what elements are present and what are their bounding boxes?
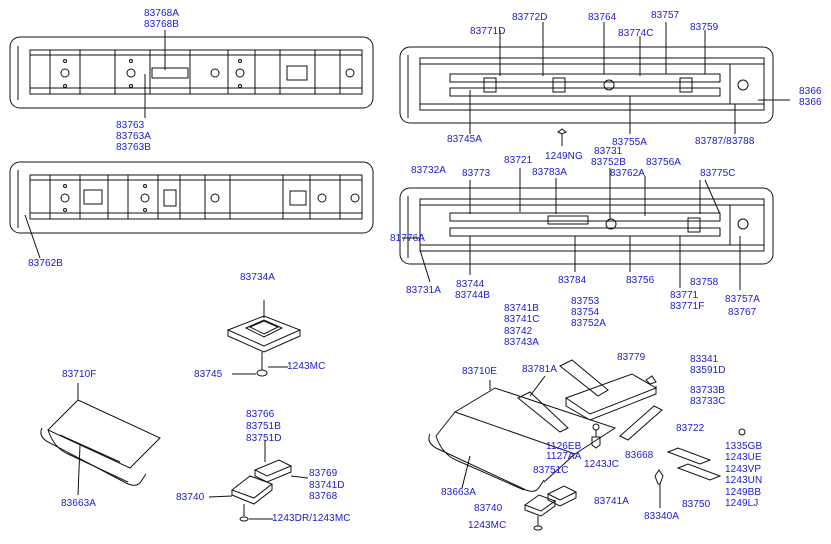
part-label: 1335GB [725, 441, 763, 452]
part-label: 83663A [441, 487, 477, 498]
part-label: 83768 [309, 491, 338, 502]
part-label: 83762A [610, 168, 646, 179]
lower-right-rail [399, 168, 774, 290]
part-label: 83769 [309, 468, 338, 479]
bolt-83340a [654, 469, 664, 508]
part-label: 83752A [571, 318, 607, 329]
part-label: 83784 [558, 275, 587, 286]
part-label: 83763 [116, 120, 145, 131]
part-label: 83757A [725, 294, 761, 305]
part-label: 83775C [700, 168, 736, 179]
lower-left-rail [9, 161, 374, 259]
part-label: 83768A [144, 8, 180, 19]
part-label: 83767 [728, 307, 757, 318]
part-label: 83741B [504, 303, 540, 314]
bolt-1249ng [557, 128, 567, 146]
part-label: 83774C [618, 28, 654, 39]
part-label: 83722 [676, 423, 705, 434]
part-label: 1243MC [468, 520, 507, 531]
clip-83740-right [523, 494, 557, 531]
part-label: 1243JC [584, 459, 620, 470]
part-label: 83663A [61, 498, 97, 509]
part-label: 83745 [194, 369, 223, 380]
part-label: 83744 [456, 279, 485, 290]
part-label: 83734A [240, 272, 276, 283]
part-label: 83763B [116, 142, 152, 153]
part-label: 83755A [612, 137, 648, 148]
part-label: 1126EB [546, 441, 582, 452]
part-label: 83741C [504, 314, 540, 325]
part-label: 83740 [474, 503, 503, 514]
part-label: 83779 [617, 352, 646, 363]
part-label: 81776A [390, 233, 426, 244]
part-label: 83744B [455, 290, 491, 301]
part-label: 83742 [504, 326, 533, 337]
part-label: 83771 [670, 290, 699, 301]
part-label: 8366 [799, 86, 822, 97]
part-label: 83668 [625, 450, 654, 461]
part-label: 83768B [144, 19, 180, 30]
part-label: 83741A [594, 496, 630, 507]
clip-83722 [666, 428, 746, 481]
part-label: 83781A [522, 364, 558, 375]
part-label: 1243UE [725, 452, 762, 463]
part-label: 83340A [644, 511, 680, 522]
bumper-stop-83734a [226, 300, 302, 377]
part-label: 1243VP [725, 464, 762, 475]
part-label: 83771D [470, 26, 506, 37]
part-label: 1243UN [725, 475, 763, 486]
part-label: 83721 [504, 155, 533, 166]
clip-83769 [253, 440, 309, 483]
part-label: 83732A [411, 165, 447, 176]
part-label: 83710F [62, 369, 97, 380]
part-label: 83750 [682, 499, 711, 510]
rail-83710e [428, 359, 663, 492]
part-label: 83787/83788 [695, 136, 755, 147]
part-label: 83741D [309, 480, 345, 491]
part-label: 83763A [116, 131, 152, 142]
upper-right-rail [399, 22, 790, 134]
part-label: 83733B [690, 385, 726, 396]
part-label: 83771F [670, 301, 705, 312]
part-label: 83773 [462, 168, 491, 179]
part-label: 83772D [512, 12, 548, 23]
part-label: 83757 [651, 10, 680, 21]
part-label: 83758 [690, 277, 719, 288]
part-label: 83756 [626, 275, 655, 286]
part-label: 83766 [246, 409, 275, 420]
clip-83740-left [208, 475, 274, 522]
part-label: 83743A [504, 337, 540, 348]
part-label: 8366 [799, 97, 822, 108]
part-label: 83731 [594, 146, 623, 157]
part-label: 83751D [246, 433, 282, 444]
part-label: 83754 [571, 307, 600, 318]
part-label: 83753 [571, 296, 600, 307]
part-label: 83733C [690, 396, 726, 407]
part-label: 83745A [447, 134, 483, 145]
part-label: 83751B [246, 421, 282, 432]
part-label: 83341 [690, 354, 719, 365]
upper-left-rail [9, 30, 374, 118]
part-label: 1249LJ [725, 498, 759, 509]
part-label: 83783A [532, 167, 568, 178]
rail-83710f [40, 383, 161, 496]
part-label: 83752B [591, 157, 627, 168]
part-label: 83751C [533, 465, 569, 476]
part-label: 83764 [588, 12, 617, 23]
part-label: 83731A [406, 285, 442, 296]
part-label: 83710E [462, 366, 498, 377]
part-label: 83756A [646, 157, 682, 168]
part-label: 83740 [176, 492, 205, 503]
part-label: 1249NG [545, 151, 583, 162]
part-label: 83762B [28, 258, 64, 269]
part-label: 1243DR/1243MC [272, 513, 351, 524]
part-label: 1127AA [546, 451, 582, 462]
part-label: 83591D [690, 365, 726, 376]
part-label: 1243MC [287, 361, 326, 372]
part-label: 83759 [690, 22, 719, 33]
part-label: 1249BB [725, 487, 762, 498]
